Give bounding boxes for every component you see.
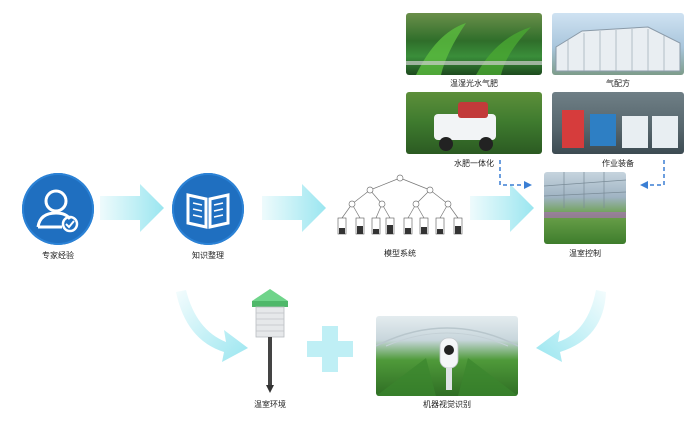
photo-greenhouse-control [544, 172, 626, 244]
dashed-arrow-right [644, 160, 665, 186]
model-tree-diagram [337, 174, 463, 235]
photo-equipment [552, 92, 684, 154]
photo-env-sensing [406, 13, 542, 75]
env-label: 温室环境 [254, 400, 286, 409]
knowledge-circle [172, 173, 244, 245]
book-icon [186, 193, 230, 229]
vision-label: 机器视觉识别 [423, 400, 471, 409]
gas-formula-label: 气配方 [606, 79, 630, 88]
env-sensor-device [252, 289, 288, 393]
equipment-label: 作业装备 [602, 159, 634, 168]
arrow-model-to-control [470, 184, 534, 232]
expert-label: 专家经验 [42, 251, 74, 260]
photo-machine-vision [376, 316, 518, 396]
fertigation-label: 水肥一体化 [454, 159, 494, 168]
photo-gas-formula [552, 13, 684, 75]
arrow-to-env [176, 290, 248, 362]
arrow-control-to-vision [536, 290, 606, 362]
knowledge-label: 知识整理 [192, 251, 224, 260]
model-label: 模型系统 [384, 249, 416, 258]
arrow-expert-to-knowledge [100, 184, 164, 232]
expert-person-icon [36, 189, 79, 233]
photo-fertigation [406, 92, 542, 154]
expert-circle [22, 173, 94, 245]
env-sensing-label: 温湿光水气肥 [450, 79, 498, 88]
plus-icon [307, 326, 353, 372]
arrow-knowledge-to-model [262, 184, 326, 232]
dashed-arrow-left [499, 160, 528, 186]
greenhouse-control-label: 温室控制 [569, 249, 601, 258]
